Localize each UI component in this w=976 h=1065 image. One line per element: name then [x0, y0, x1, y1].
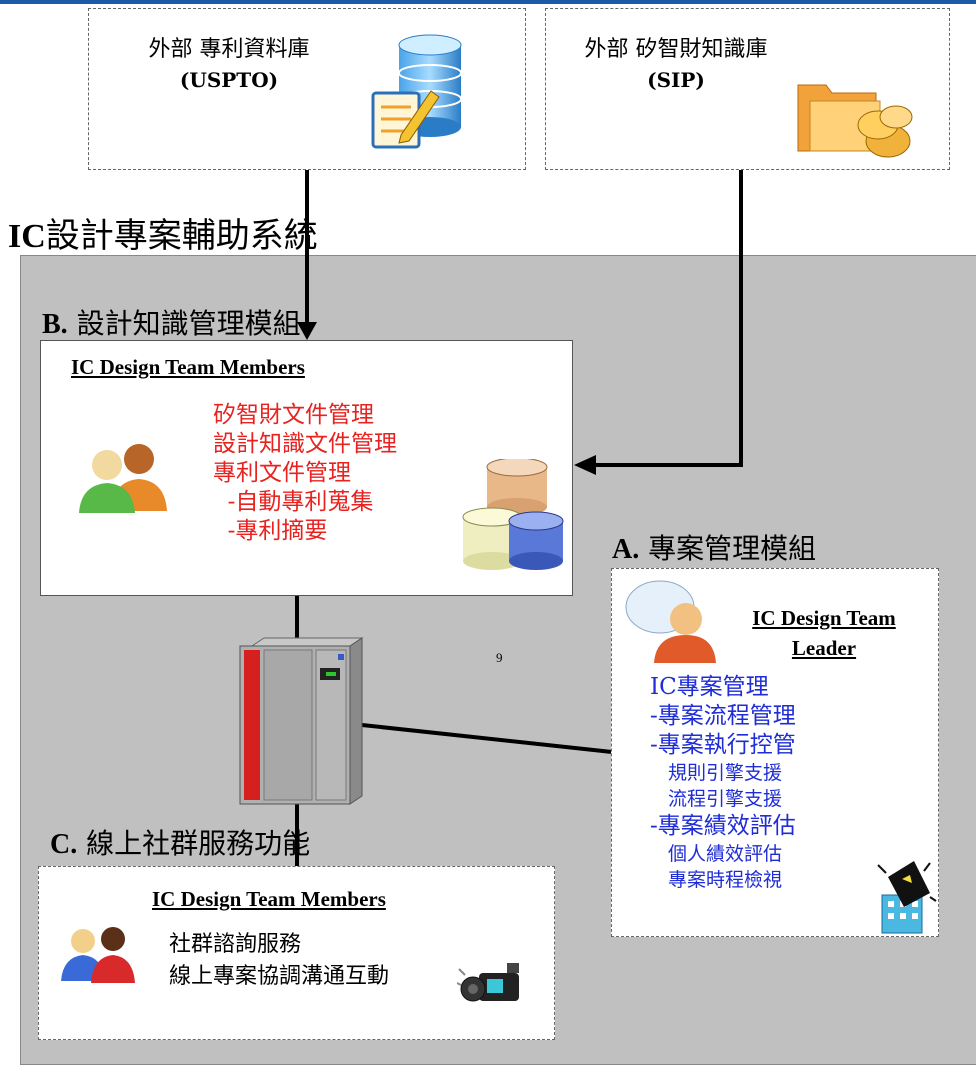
module-b-letter: B. [42, 309, 68, 340]
module-a-item: IC專案管理 [650, 674, 769, 700]
module-a-name: 專案管理模組 [648, 532, 817, 565]
sip-connector [592, 170, 743, 467]
top-accent-bar [0, 0, 976, 4]
module-c-list: 社群諮詢服務 線上專案協調溝通互動 [169, 929, 389, 993]
module-a-subitem: 個人績效評估 [668, 843, 783, 865]
database-edit-icon [371, 34, 462, 149]
community-members-icon [61, 927, 135, 983]
module-a-item: -專案績效評估 [650, 813, 796, 839]
external-uspto-box: 外部 專利資料庫 (USPTO) [88, 8, 526, 170]
folder-coins-icon [797, 84, 913, 158]
video-camera-icon [457, 963, 519, 1002]
module-b-item: -專利摘要 [213, 518, 328, 544]
module-c-name: 線上社群服務功能 [86, 827, 311, 860]
databases-icon [462, 459, 564, 570]
module-a-team: IC Design Team Leader [724, 603, 924, 663]
module-a-subitem: 流程引擎支援 [668, 788, 783, 810]
sip-arrowhead [574, 455, 596, 475]
team-members-icon [79, 444, 167, 513]
module-c-item: 社群諮詢服務 [169, 932, 302, 957]
module-b-title: B. 設計知識管理模組 [42, 302, 301, 342]
sip-code: (SIP) [647, 68, 705, 92]
module-b-box: IC Design Team Members 矽智財文件管理 設計知識文件管理 … [40, 340, 573, 596]
uspto-arrowhead [297, 322, 317, 340]
module-a-team-line1: IC Design Team [752, 606, 896, 630]
module-b-item: 設計知識文件管理 [213, 431, 397, 457]
module-a-subitem: 規則引擎支援 [668, 762, 783, 784]
team-leader-icon [625, 580, 716, 663]
external-sip-box: 外部 矽智財知識庫 (SIP) [545, 8, 950, 170]
module-a-list: IC專案管理 -專案流程管理 -專案執行控管 規則引擎支援 流程引擎支援 -專案… [650, 673, 796, 893]
module-c-box: IC Design Team Members 社群諮詢服務 線上專案協調溝通互動 [38, 866, 555, 1040]
module-a-subitem: 專案時程檢視 [668, 869, 783, 891]
page-number: 9 [496, 650, 503, 665]
uspto-code: (USPTO) [179, 68, 279, 92]
title-prefix: IC [8, 218, 46, 255]
server-icon [239, 637, 364, 805]
module-a-letter: A. [612, 534, 640, 565]
module-a-box: IC Design Team Leader IC專案管理 -專案流程管理 -專案… [611, 568, 939, 937]
sip-label: 外部 矽智財知識庫 [584, 37, 768, 62]
module-b-item: 矽智財文件管理 [213, 402, 374, 428]
module-a-title: A. 專案管理模組 [612, 527, 816, 567]
module-b-name: 設計知識管理模組 [76, 307, 301, 340]
module-b-team: IC Design Team Members [71, 355, 305, 379]
server-to-a-line [361, 723, 613, 754]
module-c-letter: C. [50, 829, 78, 860]
module-b-item: 專利文件管理 [213, 460, 351, 486]
module-a-team-line2: Leader [791, 636, 857, 660]
module-c-team: IC Design Team Members [152, 887, 386, 911]
module-c-item: 線上專案協調溝通互動 [169, 964, 390, 989]
title-text: 設計專案輔助系統 [45, 216, 318, 256]
module-c-title: C. 線上社群服務功能 [50, 822, 310, 862]
module-a-item: -專案流程管理 [650, 703, 796, 729]
building-phone-icon [877, 861, 937, 934]
system-title: IC設計專案輔助系統 [8, 208, 318, 257]
uspto-label: 外部 專利資料庫 [148, 37, 310, 62]
module-a-item: -專案執行控管 [650, 732, 796, 758]
module-b-item: -自動專利蒐集 [213, 489, 374, 515]
module-b-list: 矽智財文件管理 設計知識文件管理 專利文件管理 -自動專利蒐集 -專利摘要 [213, 401, 397, 546]
